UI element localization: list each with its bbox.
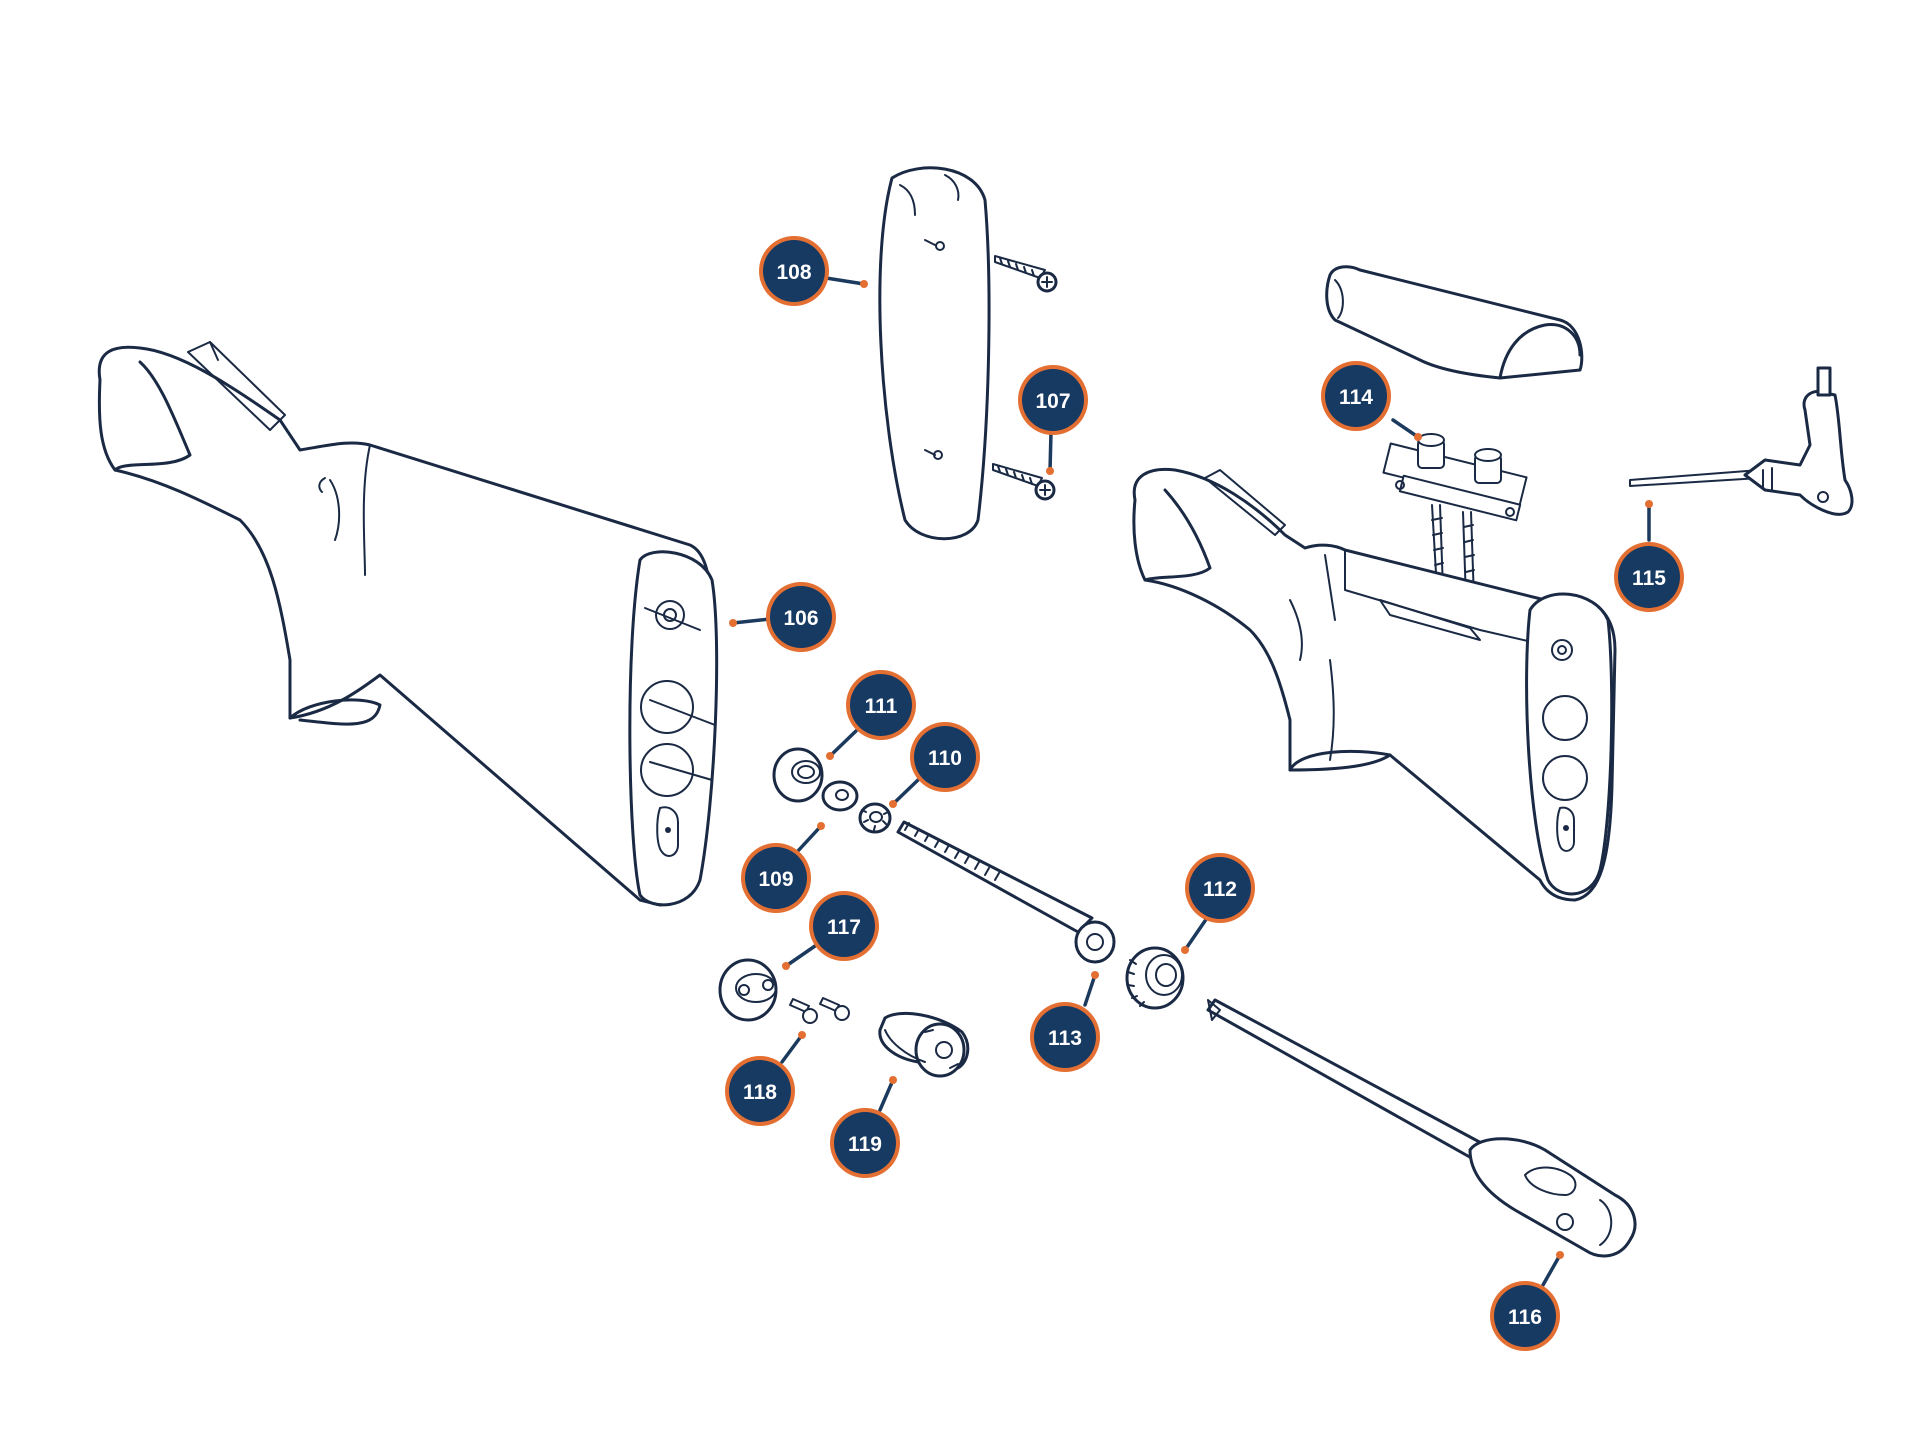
callout-116: 116 <box>1490 1251 1564 1351</box>
lock-nut <box>772 747 824 803</box>
cap-screw <box>789 997 850 1024</box>
callout-107-label: 107 <box>1035 390 1070 413</box>
callout-111-label: 111 <box>865 695 898 718</box>
callout-106: 106 <box>729 582 836 652</box>
callout-112-label: 112 <box>1203 878 1237 901</box>
cheek-piece <box>1325 265 1584 380</box>
washer <box>821 780 859 812</box>
callout-108: 108 <box>759 236 868 306</box>
weight <box>878 1011 970 1078</box>
callout-114: 114 <box>1321 361 1422 441</box>
callout-109: 109 <box>741 822 825 913</box>
callout-112: 112 <box>1181 853 1255 954</box>
callout-108-label: 108 <box>776 261 811 284</box>
callout-114-label: 114 <box>1339 386 1373 409</box>
spacer-cap <box>718 958 778 1022</box>
callout-111: 111 <box>826 670 916 760</box>
knurled-nut <box>1125 946 1185 1010</box>
weight-label-plate <box>924 1029 959 1069</box>
callout-110-label: 110 <box>928 747 962 770</box>
stock-bolt <box>896 820 1116 964</box>
pad-screw-lower <box>992 463 1056 501</box>
bolt-driver <box>1206 998 1637 1258</box>
callout-118: 118 <box>725 1031 806 1126</box>
callout-107: 107 <box>1018 365 1088 475</box>
callout-119: 119 <box>830 1076 900 1178</box>
callout-110: 110 <box>889 722 980 808</box>
callout-113-label: 113 <box>1048 1027 1082 1050</box>
callout-109-label: 109 <box>758 868 793 891</box>
stock-right <box>1132 467 1617 902</box>
callout-119-label: 119 <box>848 1133 882 1156</box>
callout-115-label: 115 <box>1632 567 1666 590</box>
lock-washer <box>858 802 892 834</box>
recoil-pad <box>878 166 991 541</box>
pad-screw-upper <box>994 255 1058 293</box>
callout-layer: 106 107 108 109 110 <box>725 236 1684 1351</box>
comb-hardware <box>1382 433 1528 601</box>
callout-116-label: 116 <box>1508 1306 1542 1329</box>
callout-113: 113 <box>1030 971 1100 1072</box>
callout-118-label: 118 <box>743 1081 777 1104</box>
stock-left <box>97 341 719 907</box>
callout-106-label: 106 <box>783 607 818 630</box>
t-handle-hex-key <box>1629 366 1854 516</box>
callout-117-label: 117 <box>827 916 861 939</box>
callout-117: 117 <box>782 891 879 970</box>
callout-115: 115 <box>1614 500 1684 612</box>
